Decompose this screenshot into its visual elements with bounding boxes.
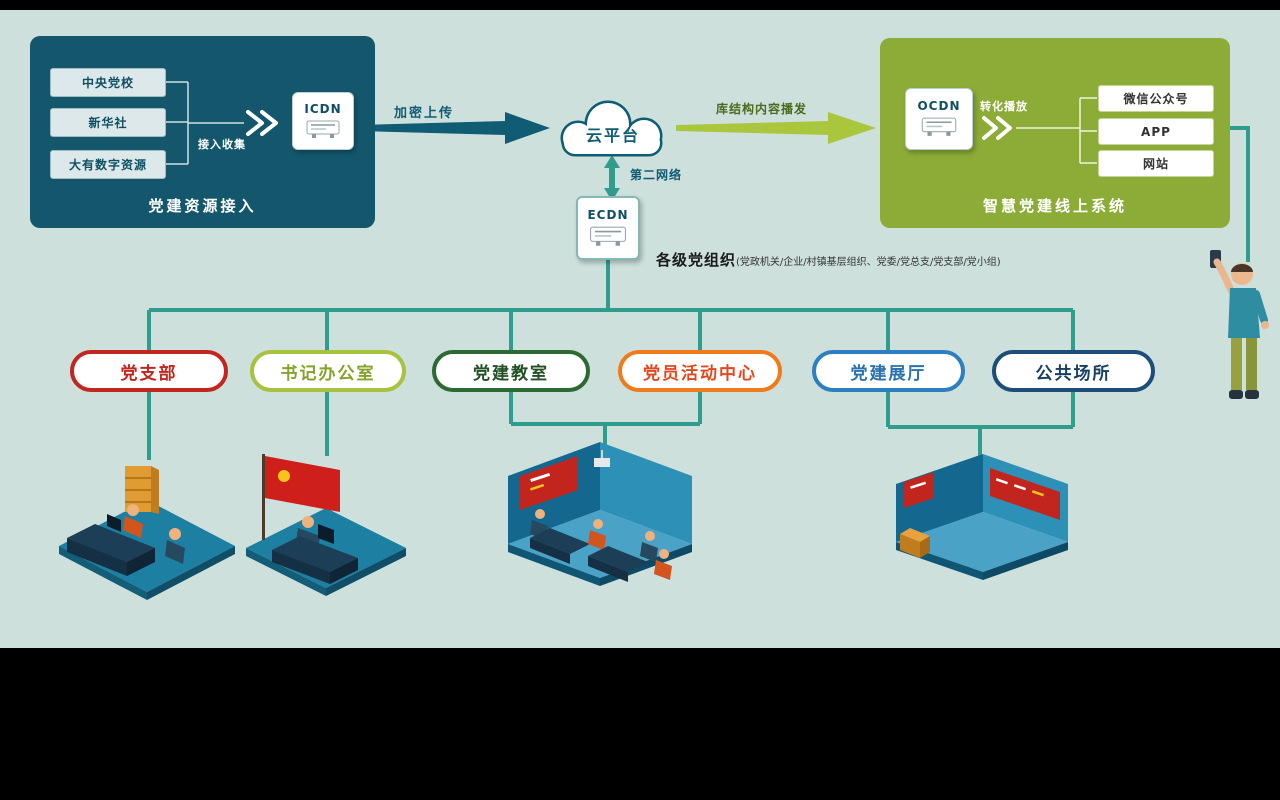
output-item-app: APP: [1098, 118, 1214, 145]
ecdn-device: ECDN: [576, 196, 640, 260]
branch-office-illustration: [59, 466, 235, 600]
ocdn-device: OCDN: [905, 88, 973, 150]
convert-label: 转化播放: [980, 100, 1028, 113]
secretary-office-illustration: [246, 454, 406, 596]
exhibition-hall-illustration: [896, 454, 1068, 580]
classroom-illustration: [508, 442, 692, 586]
org-level-label: 各级党组织(党政机关/企业/村镇基层组织、党委/党总支/党支部/党小组): [656, 249, 1001, 270]
cloud-platform: 云平台: [548, 96, 678, 162]
venue-party-classroom: 党建教室: [432, 350, 590, 392]
letterbox-bottom: [0, 648, 1280, 800]
ecdn-label: ECDN: [587, 207, 629, 222]
source-panel: 中央党校 新华社 大有数字资源 接入收集 ICDN 党建资源接入: [30, 36, 375, 228]
output-item-wechat: 微信公众号: [1098, 85, 1214, 112]
letterbox-top: [0, 0, 1280, 10]
venue-member-activity-center: 党员活动中心: [618, 350, 782, 392]
router-icon: [921, 117, 957, 136]
ocdn-label: OCDN: [917, 99, 961, 113]
cloud-label: 云平台: [585, 126, 640, 145]
collect-label: 接入收集: [198, 138, 246, 151]
router-icon: [590, 226, 626, 246]
venue-public-place: 公共场所: [992, 350, 1155, 392]
org-label-sub: (党政机关/企业/村镇基层组织、党委/党总支/党支部/党小组): [736, 257, 1001, 268]
source-panel-title: 党建资源接入: [148, 197, 257, 215]
venue-exhibition-hall: 党建展厅: [812, 350, 965, 392]
online-panel-title: 智慧党建线上系统: [982, 197, 1127, 215]
org-label-main: 各级党组织: [656, 251, 737, 269]
broadcast-label: 库结构内容播发: [716, 102, 808, 116]
venue-secretary-office: 书记办公室: [250, 350, 406, 392]
router-icon: [306, 120, 340, 138]
venue-party-branch: 党支部: [70, 350, 228, 392]
upload-label: 加密上传: [394, 106, 455, 121]
output-item-website: 网站: [1098, 150, 1214, 177]
icdn-label: ICDN: [304, 101, 342, 116]
cloud-icon: [560, 100, 663, 157]
second-network-label: 第二网络: [630, 168, 683, 182]
source-item-xinhua: 新华社: [50, 108, 166, 137]
online-panel: OCDN 转化播放 微信公众号 APP 网站 智慧党建线上系统: [880, 38, 1230, 228]
photographer-illustration: [1210, 250, 1269, 399]
source-item-dayou-digital: 大有数字资源: [50, 150, 166, 179]
icdn-device: ICDN: [292, 92, 354, 150]
source-item-central-party-school: 中央党校: [50, 68, 166, 97]
